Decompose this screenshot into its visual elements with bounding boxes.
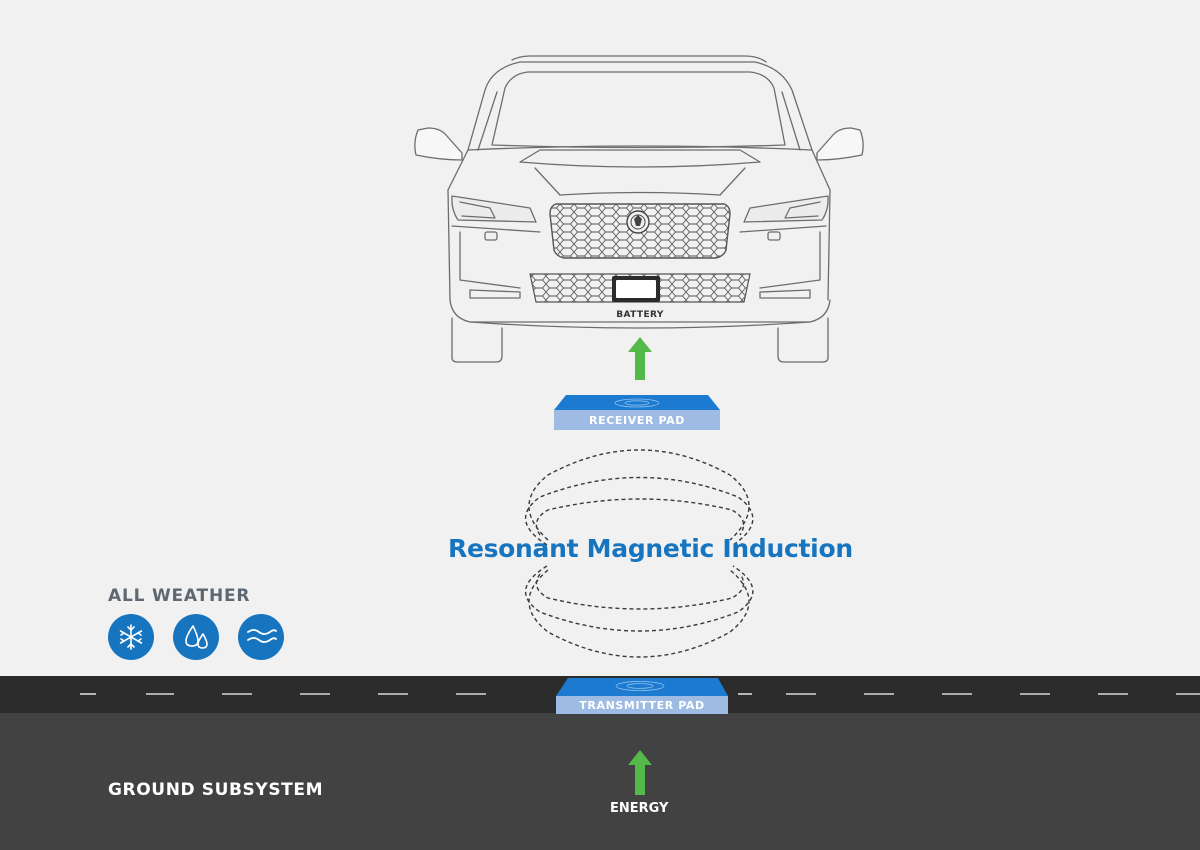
magnetic-field-lines bbox=[524, 449, 754, 658]
ground-band bbox=[0, 712, 1200, 850]
ground-subsystem-label: GROUND SUBSYSTEM bbox=[108, 780, 324, 800]
energy-arrow-to-battery bbox=[628, 337, 652, 380]
transmitter-pad bbox=[556, 678, 728, 714]
receiver-pad-label: RECEIVER PAD bbox=[589, 414, 685, 427]
receiver-pad bbox=[554, 395, 720, 430]
all-weather-heading: ALL WEATHER bbox=[108, 586, 251, 606]
car-front-illustration bbox=[414, 55, 864, 363]
car-emblem-icon bbox=[626, 210, 650, 234]
transmitter-pad-label: TRANSMITTER PAD bbox=[579, 699, 705, 712]
snowflake-icon bbox=[108, 614, 154, 660]
battery-label: BATTERY bbox=[616, 310, 664, 320]
energy-label: ENERGY bbox=[610, 801, 669, 816]
diagram-title: Resonant Magnetic Induction bbox=[448, 534, 853, 563]
battery-icon bbox=[612, 276, 660, 302]
waves-icon bbox=[238, 614, 284, 660]
energy-arrow-from-ground bbox=[628, 750, 652, 795]
water-drops-icon bbox=[173, 614, 219, 660]
